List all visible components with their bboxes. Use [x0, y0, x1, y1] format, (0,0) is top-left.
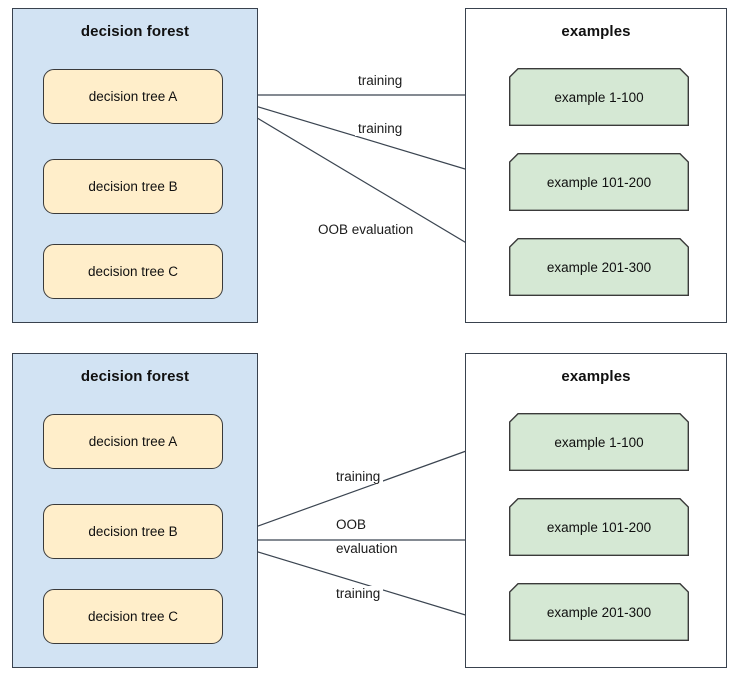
edge-label-training-1: training [355, 73, 406, 88]
panel-title-decision-forest: decision forest [80, 23, 190, 40]
node-decision-tree-c[interactable]: decision tree C [43, 244, 223, 299]
example-shape [509, 413, 689, 471]
node-label: decision tree A [88, 89, 178, 104]
edge-label-oob-evaluation: OOB evaluation [315, 222, 417, 237]
panel-title-examples: examples [561, 368, 631, 385]
diagram-oob-tree-b: decision forest decision tree A decision… [0, 345, 737, 685]
node-label: decision tree C [87, 264, 179, 279]
node-label: example 1-100 [554, 434, 644, 450]
node-example-201-300[interactable]: example 201-300 [509, 583, 689, 641]
panel-examples: examples example 1-100 example 101-200 e… [465, 353, 727, 668]
node-decision-tree-a[interactable]: decision tree A [43, 69, 223, 124]
node-example-101-200[interactable]: example 101-200 [509, 153, 689, 211]
edge-training-2 [221, 95, 506, 182]
node-label: example 101-200 [546, 519, 652, 535]
panel-decision-forest: decision forest decision tree A decision… [12, 8, 258, 323]
node-example-1-100[interactable]: example 1-100 [509, 413, 689, 471]
node-decision-tree-a[interactable]: decision tree A [43, 414, 223, 469]
example-shape [509, 498, 689, 556]
node-label: decision tree C [87, 609, 179, 624]
edge-label-oob: OOB [333, 517, 370, 532]
node-example-201-300[interactable]: example 201-300 [509, 238, 689, 296]
edge-label-training-2: training [333, 586, 384, 601]
node-label: example 101-200 [546, 174, 652, 190]
node-label: decision tree B [88, 179, 178, 194]
example-shape [509, 68, 689, 126]
example-shape [509, 583, 689, 641]
panel-title-examples: examples [561, 23, 631, 40]
node-label: example 201-300 [546, 604, 652, 620]
node-example-1-100[interactable]: example 1-100 [509, 68, 689, 126]
node-label: decision tree A [88, 434, 178, 449]
edge-label-training-2: training [355, 121, 406, 136]
node-example-101-200[interactable]: example 101-200 [509, 498, 689, 556]
diagram-oob-tree-a: decision forest decision tree A decision… [0, 0, 737, 340]
panel-decision-forest: decision forest decision tree A decision… [12, 353, 258, 668]
example-shape [509, 238, 689, 296]
panel-title-decision-forest: decision forest [80, 368, 190, 385]
node-decision-tree-c[interactable]: decision tree C [43, 589, 223, 644]
node-label: example 1-100 [554, 89, 644, 105]
edge-label-training-1: training [333, 469, 384, 484]
edge-label-evaluation: evaluation [333, 541, 401, 556]
node-decision-tree-b[interactable]: decision tree B [43, 504, 223, 559]
node-label: example 201-300 [546, 259, 652, 275]
panel-examples: examples example 1-100 example 101-200 e… [465, 8, 727, 323]
example-shape [509, 153, 689, 211]
node-label: decision tree B [88, 524, 178, 539]
node-decision-tree-b[interactable]: decision tree B [43, 159, 223, 214]
